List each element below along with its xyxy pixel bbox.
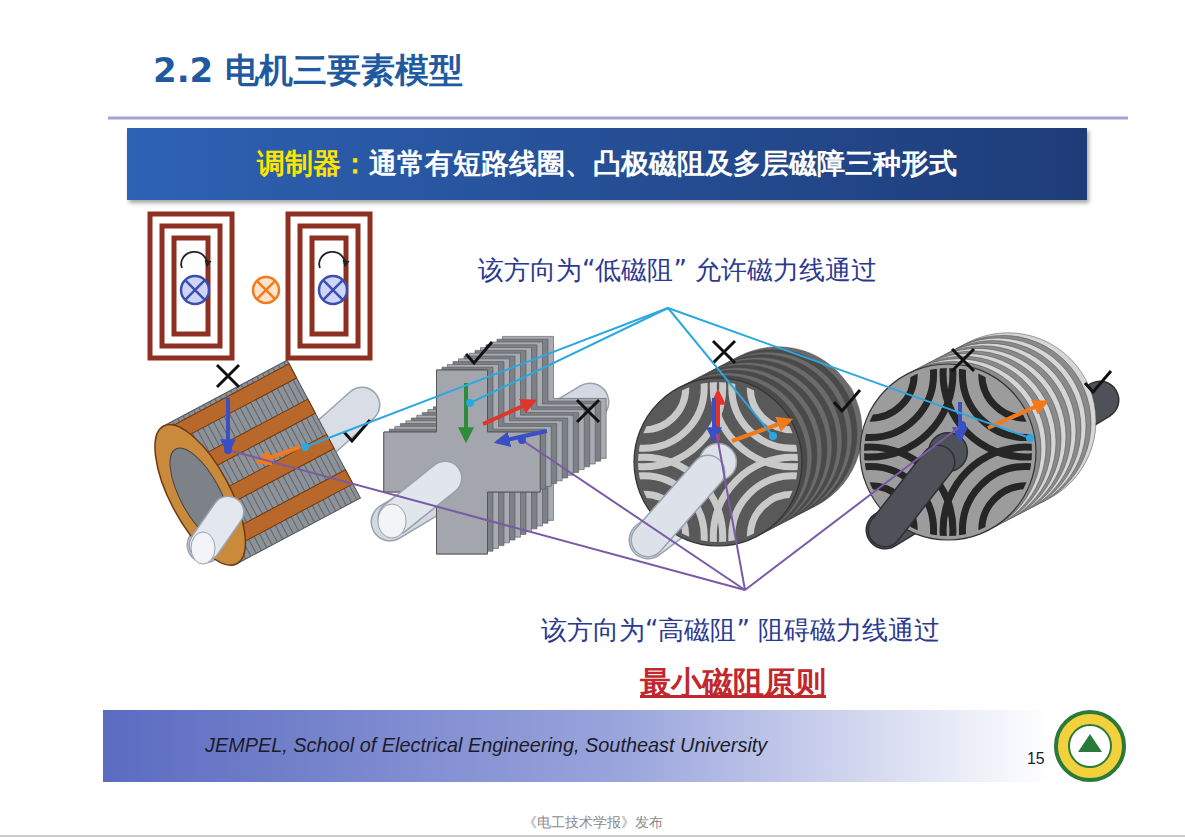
title-rule [108,117,1128,120]
university-logo-mark [1078,734,1102,752]
leader-line [716,430,745,590]
check-mark [1085,371,1111,392]
flux-arrow [226,398,230,452]
flux-arrow [464,383,468,440]
current-cross [185,280,205,300]
salient-face [384,370,540,554]
leader-dot [712,426,720,434]
flux-barrier [713,457,871,615]
low-reluctance-callout: 该方向为“低磁阻” 允许磁力线通过 [478,253,877,288]
page-number: 15 [1027,750,1045,768]
leader-dot [301,443,309,451]
university-logo-inner [1069,725,1111,767]
current-symbol [181,276,209,304]
leader-line [668,308,1030,438]
flux-arrow [732,420,790,441]
flux-barrier [787,291,952,456]
principle-heading: 最小磁阻原则 [640,662,826,704]
flux-barrier [787,447,952,612]
leader-line [522,440,745,590]
copper-end-ring [137,412,263,578]
flux-barrier [826,330,914,418]
flux-barrier [943,291,1108,456]
current-symbol [253,277,279,303]
shaft-end [191,532,215,564]
flux-arrow [483,401,534,424]
cross-mark [577,400,599,422]
flux-barrier [732,327,853,448]
band-text: 通常有短路线圈、凸极磁阻及多层磁障三种形式 [369,145,957,183]
flux-barrier [807,311,934,438]
shaft [885,462,938,530]
flux-barriers [787,291,1108,612]
leader-dot [769,432,777,440]
flux-barrier [602,346,686,430]
shaft-outline [885,462,938,530]
flux-barrier [732,476,853,597]
flux-arrow [958,402,962,440]
induced-current-arrow [181,252,207,268]
short-circuit-coil [162,226,220,346]
induced-current-arrow [319,252,345,268]
flux-barrier [750,494,834,578]
leader-line [305,308,668,447]
short-circuit-coil [288,214,370,358]
footer-text: JEMPEL, School of Electrical Engineering… [205,734,767,757]
flux-arrow [988,402,1046,428]
flux-barrier [943,447,1108,612]
short-circuit-coil [312,238,346,334]
flux-barrier [962,311,1089,438]
high-reluctance-callout: 该方向为“高磁阻” 阻碍磁力线通过 [541,613,940,648]
leader-line [745,425,962,590]
flux-barrier [982,330,1070,418]
university-logo [1056,712,1124,780]
leader-dot [518,436,526,444]
short-circuit-coil [300,226,358,346]
slide-title: 2.2 电机三要素模型 [153,48,463,94]
leader-line [228,450,745,590]
watermark: 《电工技术学报》发布 [0,814,1185,832]
check-mark [834,390,860,411]
leader-dot [958,421,966,429]
current-symbol [319,276,347,304]
leader-dot [1026,434,1034,442]
leader-line [470,308,668,403]
current-cross [257,281,275,299]
coil-rotor [137,360,360,578]
current-cross [323,280,343,300]
flux-barriers [565,309,871,615]
flux-barrier [750,346,834,430]
salient-lamination [384,370,540,554]
page-bottom-rule [0,836,1185,837]
footer-band: JEMPEL, School of Electrical Engineering… [103,710,1050,782]
flux-barrier [962,466,1089,593]
header-band: 调制器：通常有短路线圈、凸极磁阻及多层磁障三种形式 [127,128,1087,200]
leader-dot [466,399,474,407]
check-mark [466,342,492,363]
cross-mark [952,349,974,371]
flux-barrier [583,327,704,448]
flux-barrier [982,486,1070,574]
flux-barrier [565,309,723,467]
cross-mark [217,365,239,387]
short-circuit-coil [174,238,208,334]
shaft-end [378,504,406,538]
short-circuit-coil [150,214,232,358]
flux-barrier [565,457,723,615]
cross-mark [713,341,735,363]
band-keyword: 调制器： [257,145,369,183]
leader-dot [224,446,232,454]
